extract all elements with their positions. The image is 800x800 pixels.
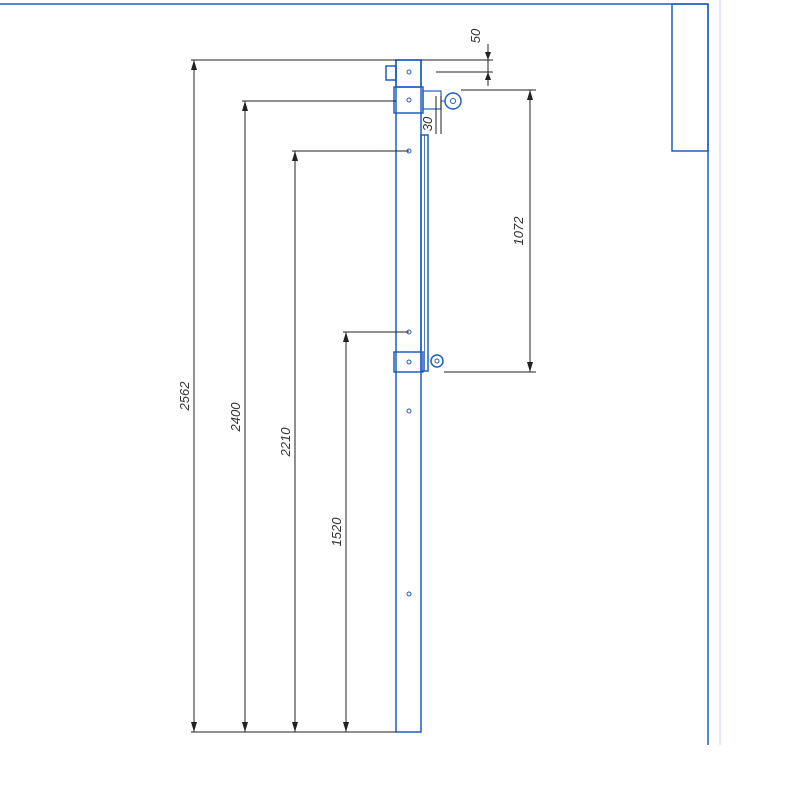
dimension-30: 30 bbox=[420, 96, 442, 134]
dimension-label-2562: 2562 bbox=[177, 381, 192, 412]
dimension-50: 50 bbox=[421, 28, 493, 86]
pulley-wheel bbox=[444, 92, 462, 110]
dimension-label-30: 30 bbox=[420, 116, 435, 131]
top-lug bbox=[385, 65, 397, 81]
post bbox=[385, 59, 462, 733]
lower-clamp bbox=[393, 351, 424, 373]
dimension-2210: 2210 bbox=[278, 150, 409, 732]
dimension-1520: 1520 bbox=[329, 331, 409, 732]
dimension-label-50: 50 bbox=[468, 28, 483, 43]
post-body bbox=[395, 59, 422, 733]
dimension-label-1072: 1072 bbox=[511, 216, 526, 246]
dimension-1072: 1072 bbox=[444, 89, 536, 373]
sheet-frame bbox=[0, 0, 721, 745]
dimension-label-2400: 2400 bbox=[228, 402, 243, 433]
dimension-label-2210: 2210 bbox=[278, 427, 293, 458]
dimension-2400: 2400 bbox=[228, 100, 396, 732]
dimension-2562: 2562 bbox=[177, 59, 396, 733]
dimension-label-1520: 1520 bbox=[329, 517, 344, 547]
title-block-corner bbox=[671, 3, 709, 152]
upper-clamp bbox=[393, 86, 424, 114]
lower-eye bbox=[430, 354, 444, 368]
